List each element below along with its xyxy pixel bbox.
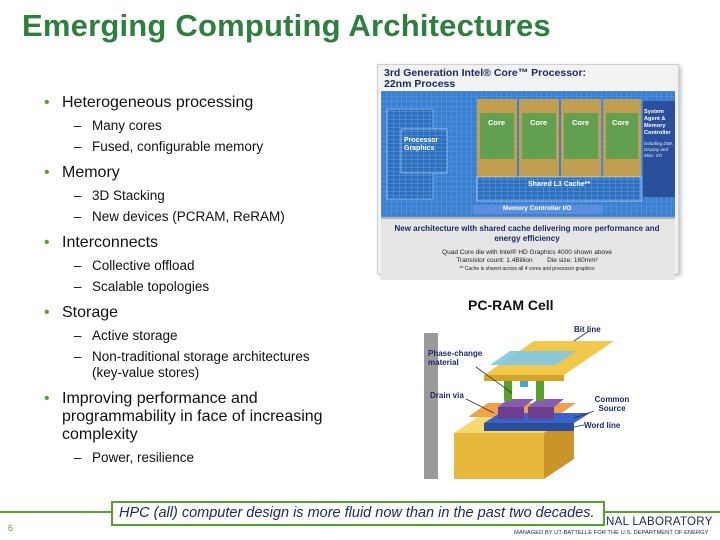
bullet-performance: Improving performance and programmabilit… xyxy=(40,390,324,444)
bit-line-label: Bit line xyxy=(574,325,601,334)
sub-bullet: 3D Stacking xyxy=(40,188,350,204)
memory-io-label: Memory Controller I/O xyxy=(503,205,572,212)
system-agent-note: including DMI, Display and Misc. I/O xyxy=(644,141,674,158)
sub-bullet: Collective offload xyxy=(40,258,350,274)
sub-bullet: New devices (PCRAM, ReRAM) xyxy=(40,209,350,225)
pcram-cell-figure: PC-RAM Cell Bit line Phase-change materi xyxy=(424,297,636,479)
core-label: Core xyxy=(572,118,590,127)
pcram-diagram xyxy=(424,330,614,479)
core-label: Core xyxy=(530,118,548,127)
intel-detail-line1: Quad Core die with Intel® HD Graphics 40… xyxy=(442,249,612,256)
drain-via-label: Drain via xyxy=(430,391,464,400)
common-source-label: Common Source xyxy=(594,395,630,413)
bullet-interconnects: Interconnects xyxy=(40,234,350,252)
system-agent-label: System Agent & Memory Controller xyxy=(644,109,671,136)
core-label: Core xyxy=(612,118,630,127)
slide-title: Emerging Computing Architectures xyxy=(22,8,551,43)
processor-graphics-label: Processor Graphics xyxy=(404,137,439,152)
sub-bullet: Power, resilience xyxy=(40,450,350,466)
sub-bullet: Fused, configurable memory xyxy=(40,139,350,155)
shared-cache-label: Shared L3 Cache** xyxy=(528,181,591,188)
intel-footnote: ** Cache is shared across all 4 cores an… xyxy=(459,266,595,272)
bullet-storage: Storage xyxy=(40,304,350,322)
intel-processor-figure: 3rd Generation Intel® Core™ Processor: 2… xyxy=(377,64,679,280)
lab-name: NAL LABORATORY xyxy=(606,516,713,528)
intel-detail: Quad Core die with Intel® HD Graphics 40… xyxy=(392,249,662,273)
bullet-heterogeneous: Heterogeneous processing xyxy=(40,94,350,112)
sub-bullet: Many cores xyxy=(40,118,350,134)
intel-caption: New architecture with shared cache deliv… xyxy=(394,224,660,243)
phase-change-label: Phase-change material xyxy=(428,349,483,367)
intel-detail-line2: Transistor count: 1.4Billion Die size: 1… xyxy=(456,257,598,264)
callout-box: HPC (all) computer design is more fluid … xyxy=(111,501,605,526)
page-number: 6 xyxy=(8,523,14,533)
intel-figure-title: 3rd Generation Intel® Core™ Processor: 2… xyxy=(384,67,587,90)
processor-die-image xyxy=(381,91,675,280)
word-line-label: Word line xyxy=(584,421,621,430)
core-label: Core xyxy=(488,118,506,127)
sub-bullet: Scalable topologies xyxy=(40,279,350,295)
pcram-title: PC-RAM Cell xyxy=(468,297,554,313)
sub-bullet: Non-traditional storage architectures (k… xyxy=(40,349,312,381)
bullet-list: Heterogeneous processing Many cores Fuse… xyxy=(40,94,350,466)
sub-bullet: Active storage xyxy=(40,328,350,344)
managed-by-text: MANAGED BY UT-BATTELLE FOR THE U.S. DEPA… xyxy=(514,530,709,536)
bullet-memory: Memory xyxy=(40,164,350,182)
